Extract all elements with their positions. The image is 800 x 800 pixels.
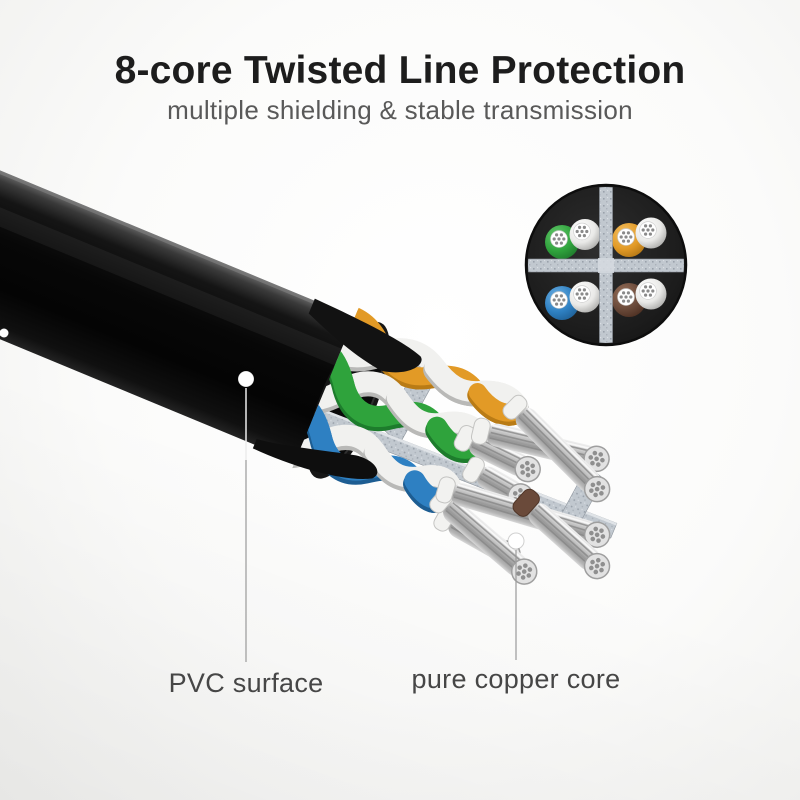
page-title: 8-core Twisted Line Protection xyxy=(114,49,686,92)
callout-dot xyxy=(237,370,255,388)
edge-speck xyxy=(0,328,9,338)
cable-jacket xyxy=(0,21,368,467)
inset-wire-white xyxy=(635,278,667,310)
pure-copper-core-label: pure copper core xyxy=(411,664,621,694)
jacket-bottom-flap xyxy=(252,439,378,479)
inset-wires xyxy=(545,217,667,320)
callout-pure-copper-core xyxy=(507,532,525,660)
jacket-top-flap xyxy=(308,298,422,373)
inset-cross-separator xyxy=(528,187,684,343)
inset-wire-white xyxy=(635,217,667,249)
cable xyxy=(0,21,618,585)
inset-wire-white xyxy=(569,281,601,313)
cross-section-inset xyxy=(524,183,688,347)
copper-bundle xyxy=(502,394,611,503)
inset-wire-green xyxy=(545,225,579,259)
jacket-top-highlight xyxy=(0,21,368,326)
copper-strand-bundles xyxy=(429,394,611,585)
exposed-wires xyxy=(241,299,618,585)
copper-bundle-brown xyxy=(512,488,611,580)
callout-dot xyxy=(507,532,525,550)
inset-wire-white xyxy=(569,219,601,250)
jacket-sheen xyxy=(0,55,352,368)
page-subtitle: multiple shielding & stable transmission xyxy=(167,95,633,125)
pvc-surface-label: PVC surface xyxy=(168,668,324,698)
callout-pvc-surface xyxy=(237,370,255,662)
